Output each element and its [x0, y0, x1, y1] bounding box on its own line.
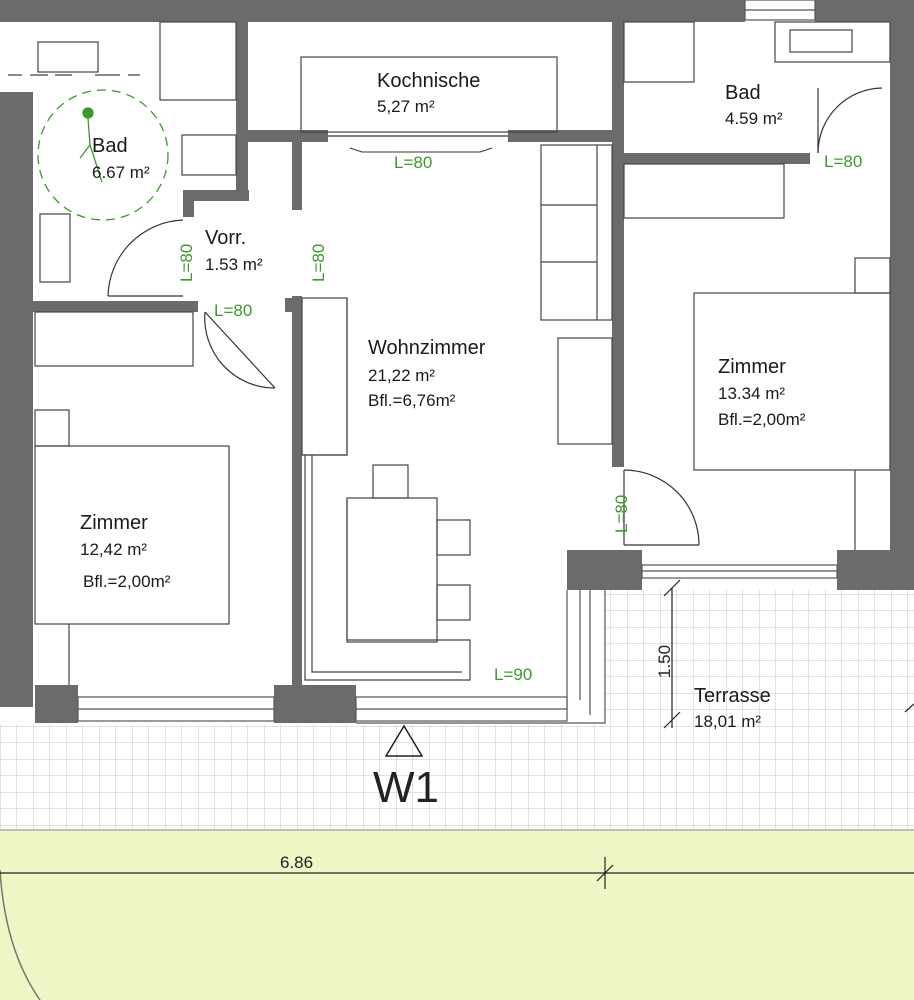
room-name-zimmer-right: Zimmer — [718, 356, 786, 378]
room-name-vorraum: Vorr. — [205, 227, 246, 249]
room-name-wohnzimmer: Wohnzimmer — [368, 337, 486, 359]
door-label-zimmer-right: L=80 — [612, 495, 631, 533]
room-name-kochnische: Kochnische — [377, 70, 480, 92]
walls — [0, 0, 914, 723]
section-marker: W1 — [373, 724, 439, 812]
room-area-wohnzimmer: 21,22 m² — [368, 366, 435, 385]
room-name-zimmer-left: Zimmer — [80, 512, 148, 534]
turning-circle — [37, 89, 169, 221]
door-labels: L=80 L=80 L=80 L=80 L=80 L=80 L=90 — [177, 152, 862, 684]
furniture — [8, 21, 891, 685]
marker-label: W1 — [373, 763, 439, 812]
room-name-bad-left: Bad — [92, 135, 128, 157]
room-name-terrasse: Terrasse — [694, 685, 771, 707]
room-area-bad-right: 4.59 m² — [725, 109, 783, 128]
door-label-bad-right: L=80 — [824, 152, 862, 171]
dimension-width: 6.86 — [280, 853, 313, 872]
garden-area — [0, 829, 914, 1000]
door-label-zimmer-left: L=80 — [214, 301, 252, 320]
door-label-terrace: L=90 — [494, 665, 532, 684]
room-name-bad-right: Bad — [725, 82, 761, 104]
windows — [77, 0, 838, 724]
dimension-lines — [0, 579, 914, 889]
door-label-bad-left: L=80 — [177, 244, 196, 282]
door-label-wohnzimmer: L=80 — [309, 244, 328, 282]
terrace-paving — [0, 590, 914, 830]
room-bfl-zimmer-right: Bfl.=2,00m² — [718, 410, 806, 429]
doors — [107, 87, 883, 546]
triangle-marker-icon — [384, 724, 424, 757]
room-area-terrasse: 18,01 m² — [694, 712, 761, 731]
room-labels: Bad 6.67 m² Kochnische 5,27 m² Bad 4.59 … — [80, 70, 806, 731]
room-area-vorraum: 1.53 m² — [205, 255, 263, 274]
room-area-bad-left: 6.67 m² — [92, 163, 150, 182]
door-label-kitchen: L=80 — [394, 153, 432, 172]
room-area-kochnische: 5,27 m² — [377, 97, 435, 116]
dimension-terrace-depth: 1.50 — [655, 645, 674, 678]
room-bfl-wohnzimmer: Bfl.=6,76m² — [368, 391, 456, 410]
room-area-zimmer-right: 13.34 m² — [718, 384, 785, 403]
room-bfl-zimmer-left: Bfl.=2,00m² — [83, 572, 171, 591]
room-area-zimmer-left: 12,42 m² — [80, 540, 147, 559]
